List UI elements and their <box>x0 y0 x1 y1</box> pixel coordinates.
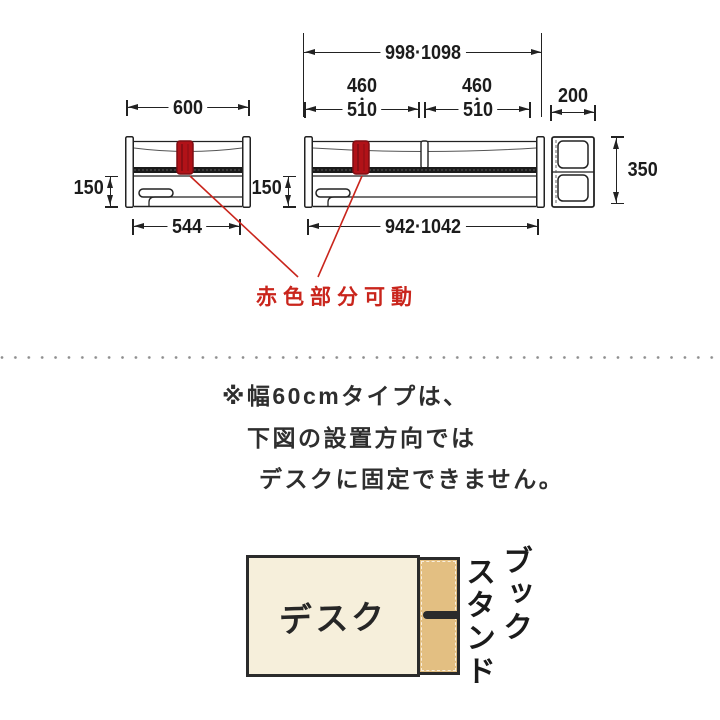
arrow-right-icon <box>229 223 239 229</box>
arrow-right-icon <box>584 109 594 115</box>
dim-value: 544 <box>166 217 207 237</box>
dim-value: 942·1042 <box>380 217 466 237</box>
dim-separator-dot <box>475 97 479 101</box>
arrow-right-icon <box>238 104 248 110</box>
bookstand-shelf-divider <box>423 611 460 619</box>
note-line-3: デスクに固定できません。 <box>259 466 565 492</box>
bookstand-label-col1: ブック <box>498 545 531 644</box>
movable-part-small <box>176 140 194 175</box>
dim-tick <box>104 206 118 208</box>
arrow-left-icon <box>309 223 319 229</box>
dim-460-right-value: 460 <box>461 75 493 97</box>
dim-line <box>616 137 618 203</box>
bookstand-shape <box>417 557 460 675</box>
dim-value: 600 <box>168 98 208 118</box>
dim-tick <box>418 102 420 118</box>
arrow-left-icon <box>306 106 316 112</box>
arrow-down-icon <box>613 191 619 202</box>
arrow-left-icon <box>552 109 562 115</box>
bookstand-front-small-drawing <box>125 136 251 208</box>
arrow-left-icon <box>305 49 315 55</box>
dim-tick <box>126 100 128 116</box>
dim-tick <box>537 219 539 235</box>
movable-part-large <box>352 140 370 175</box>
dim-value: 200 <box>557 85 589 107</box>
arrow-right-icon <box>531 49 541 55</box>
dim-tick <box>248 100 250 116</box>
dim-350-value: 350 <box>627 159 658 181</box>
dim-tick <box>610 136 624 138</box>
dim-tick <box>424 102 426 118</box>
arrow-left-icon <box>128 104 138 110</box>
dim-tick <box>307 219 309 235</box>
dim-tick <box>304 102 306 118</box>
dotted-divider <box>0 355 720 360</box>
dim-line <box>110 176 112 207</box>
arrow-up-icon <box>613 138 619 149</box>
extension-line-right <box>541 33 542 117</box>
extension-line-left <box>303 33 304 117</box>
note-line-2: 下図の設置方向では <box>247 425 477 451</box>
dim-tick <box>550 105 552 121</box>
dim-tick <box>282 206 296 208</box>
dim-tick <box>132 219 134 235</box>
arrow-left-icon <box>426 106 436 112</box>
dim-value: 510 <box>457 100 498 120</box>
arrow-up-icon <box>285 178 291 188</box>
arrow-right-icon <box>408 106 418 112</box>
bookstand-side-drawing <box>551 136 595 208</box>
dim-tick <box>282 175 296 177</box>
dim-tick <box>610 202 624 204</box>
dim-tick <box>529 102 531 118</box>
dim-460-left-value: 460 <box>346 75 378 97</box>
arrow-down-icon <box>107 195 113 205</box>
dim-separator-dot <box>360 97 364 101</box>
arrow-left-icon <box>134 223 144 229</box>
dim-tick <box>239 219 241 235</box>
desk-shape: デスク <box>246 555 420 677</box>
dim-tick <box>594 105 596 121</box>
dim-value: 998·1098 <box>380 43 466 63</box>
dim-tick <box>104 175 118 177</box>
arrow-down-icon <box>285 195 291 205</box>
movable-part-note: 赤色部分可動 <box>256 286 418 309</box>
bookstand-label-col2: スタンド <box>461 556 494 688</box>
desk-label: デスク <box>278 598 388 639</box>
arrow-up-icon <box>107 178 113 188</box>
dim-150-left-value: 150 <box>73 177 104 199</box>
arrow-right-icon <box>527 223 537 229</box>
note-line-1: ※幅60cmタイプは、 <box>222 383 469 409</box>
dim-150-mid-value: 150 <box>251 177 282 199</box>
bookstand-front-large-drawing <box>304 136 545 208</box>
dim-line <box>551 112 595 114</box>
dim-value: 510 <box>342 100 382 120</box>
arrow-right-icon <box>519 106 529 112</box>
